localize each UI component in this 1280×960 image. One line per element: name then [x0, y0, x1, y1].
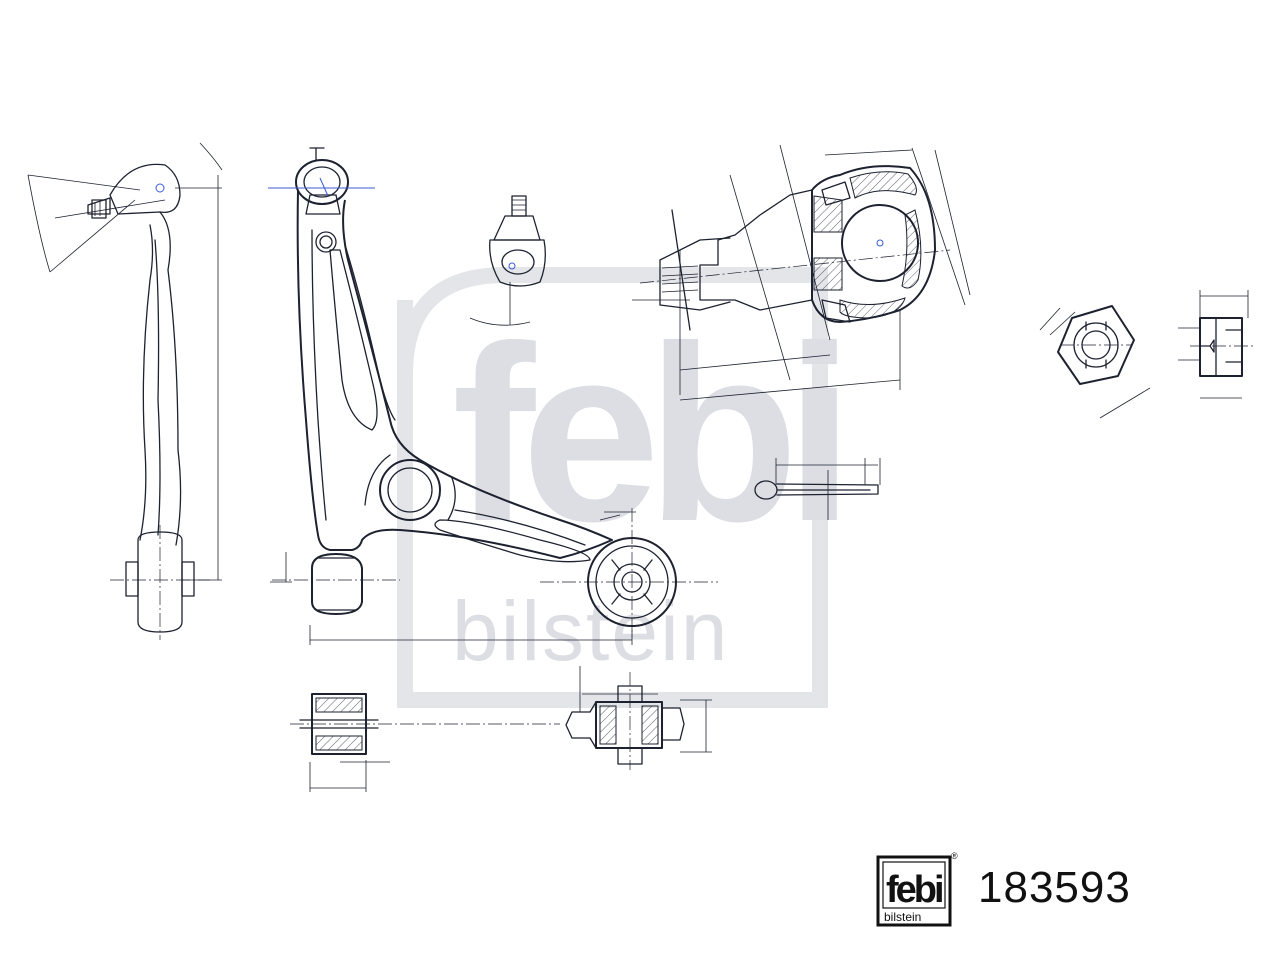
- nut-views: [1039, 290, 1254, 419]
- logo-sub: bilstein: [884, 910, 921, 924]
- watermark-sub: bilstein: [452, 584, 729, 678]
- part-number: 183593: [978, 863, 1131, 912]
- front-view: [268, 147, 718, 645]
- ball-joint-view: [469, 195, 546, 326]
- bushing-section-right: [565, 666, 712, 770]
- section-view: [632, 144, 971, 401]
- watermark-mark: febi: [452, 294, 840, 573]
- side-view: [27, 142, 223, 640]
- bushing-section-left: [290, 693, 560, 792]
- split-pin: [754, 458, 881, 520]
- registered-mark: ®: [951, 851, 958, 861]
- logo-mark: febi: [886, 869, 942, 911]
- brand-logo: febi bilstein: [876, 855, 952, 927]
- watermark: febi bilstein: [397, 267, 854, 708]
